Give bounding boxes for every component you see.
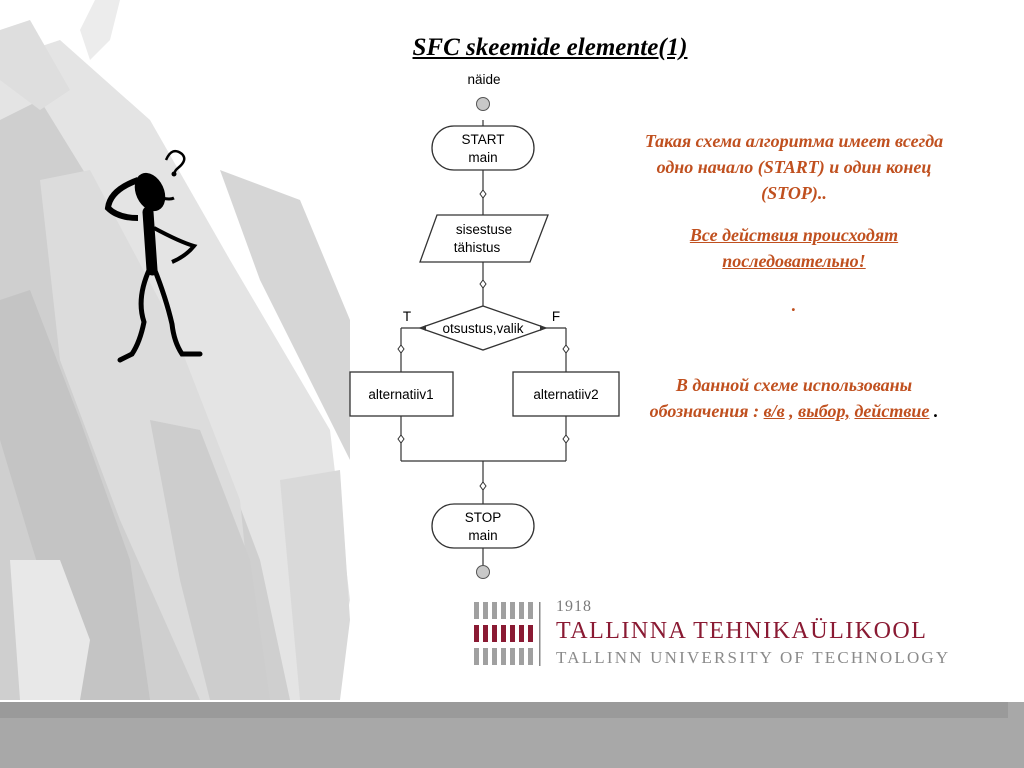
alternative1-label: alternatiiv1 (368, 387, 433, 402)
action-link[interactable]: действие (854, 401, 930, 421)
choice-link[interactable]: выбор, (798, 401, 850, 421)
notation-end: . (933, 401, 939, 421)
flowchart-diagram: näide START main sisestuse tähistus otsu… (349, 72, 620, 579)
stop-label: STOP (465, 510, 502, 525)
description-dot: . (791, 295, 797, 315)
alternative1-box (349, 371, 454, 417)
input-label: sisestuse (456, 222, 512, 237)
stick-figure-question-icon (104, 149, 203, 363)
true-branch-label: T (403, 309, 411, 324)
logo-university-name: TALLINNA TEHNIKAÜLIKOOL (556, 618, 928, 644)
description-paragraph-1: Такая схема алгоритма имеет всегда одно … (644, 131, 944, 203)
decision-diamond (418, 305, 548, 351)
false-branch-label: F (552, 309, 560, 324)
start-label: START (461, 132, 504, 147)
notation-separator: , (789, 401, 794, 421)
final-step-dot (476, 565, 490, 579)
alternative2-box (512, 371, 620, 417)
sequential-actions-link[interactable]: Все действия происходят последовательно! (689, 225, 899, 271)
input-parallelogram (419, 214, 549, 263)
initial-step-dot (476, 97, 490, 111)
io-link[interactable]: в/в (763, 401, 785, 421)
flowchart-top-label: näide (467, 72, 500, 87)
description-paragraph-2: Все действия происходят последовательно! (632, 222, 956, 274)
university-logo-bars-icon (474, 602, 541, 666)
input-sublabel: tähistus (454, 240, 501, 255)
bottom-bar (0, 702, 1024, 768)
decision-label: otsustus,valik (442, 321, 523, 336)
stop-sublabel: main (468, 528, 497, 543)
start-sublabel: main (468, 150, 497, 165)
alternative2-label: alternatiiv2 (533, 387, 598, 402)
slide-title: SFC skeemide elemente(1) (412, 34, 688, 61)
logo-university-subtitle: TALLINN UNIVERSITY OF TECHNOLOGY (556, 648, 951, 667)
start-terminal (431, 125, 535, 171)
description-paragraph-3: В данной схеме использованы обозначения … (632, 372, 956, 424)
notation-intro: В данной схеме использованы обозначения … (649, 375, 913, 421)
logo-year: 1918 (556, 598, 592, 615)
